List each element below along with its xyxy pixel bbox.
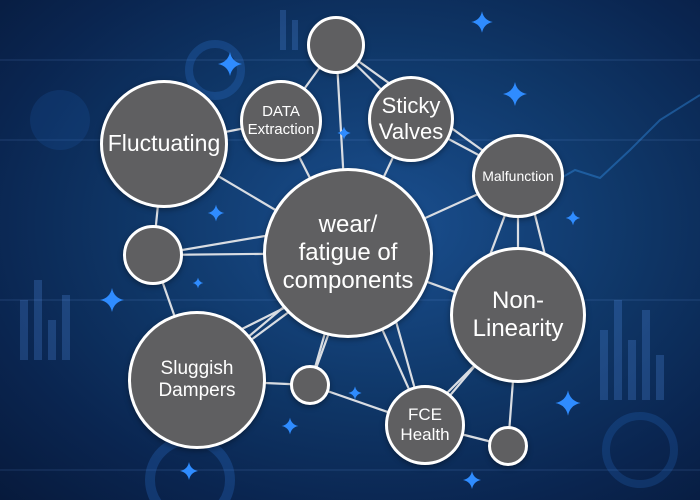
node-label-line: fatigue of: [298, 238, 398, 266]
node-label-line: Valves: [378, 119, 444, 144]
node-label: Fluctuating: [107, 130, 221, 157]
edge: [488, 213, 507, 257]
node-sticky-valves: Sticky Valves: [368, 76, 454, 162]
node-sluggish-dampers: Sluggish Dampers: [128, 311, 266, 449]
star-icon: [281, 417, 299, 435]
node-unlabeled-bottom-right: [488, 426, 528, 466]
node-unlabeled-bottom: [290, 365, 330, 405]
star-icon: [218, 52, 242, 76]
background-pie: [30, 90, 90, 150]
node-label-line: Dampers: [158, 380, 236, 401]
node-label-line: FCE: [407, 404, 442, 424]
background-gauge: [602, 412, 678, 488]
star-icon: [555, 390, 581, 416]
node-fluctuating: Fluctuating: [100, 80, 228, 208]
node-label-line: components: [282, 267, 414, 295]
node-label-line: wear/: [318, 210, 378, 238]
node-label-line: Health: [400, 425, 450, 444]
edge: [533, 213, 547, 257]
star-icon: [348, 386, 362, 400]
node-unlabeled-left: [123, 225, 183, 285]
node-label-line: Linearity: [472, 315, 564, 342]
node-label-line: DATA: [262, 103, 300, 121]
star-icon: [503, 82, 527, 106]
node-unlabeled-top: [307, 16, 365, 74]
star-icon: [100, 288, 124, 312]
star-icon: [180, 462, 198, 480]
background-bars: [20, 10, 664, 400]
node-data-extraction: DATA Extraction: [240, 80, 322, 162]
node-non-linearity: Non- Linearity: [450, 247, 586, 383]
background-gauge: [185, 40, 245, 100]
background-trend-line: [539, 94, 700, 191]
star-icon: [471, 11, 493, 33]
star-icon: [565, 210, 581, 226]
node-wear-fatigue-hub: wear/ fatigue of components: [263, 168, 433, 338]
star-icon: [463, 471, 481, 489]
node-fce-health: FCE Health: [385, 385, 465, 465]
node-label: Malfunction: [482, 167, 554, 184]
star-icon: [207, 204, 225, 222]
node-label-line: Sluggish: [160, 357, 234, 379]
node-label-line: Extraction: [247, 121, 315, 138]
node-label-line: Non-: [491, 286, 545, 314]
star-icon: [192, 277, 204, 289]
node-label-line: Sticky: [381, 93, 441, 119]
node-malfunction: Malfunction: [472, 134, 564, 218]
star-icon: [337, 126, 351, 140]
